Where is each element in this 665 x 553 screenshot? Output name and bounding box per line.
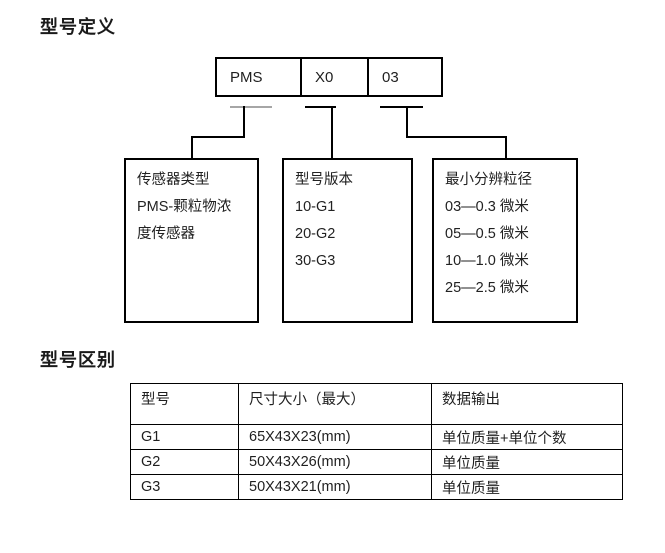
model-code-box: PMS X0 03 [215, 57, 443, 97]
connector-line-03-horizontal [406, 136, 507, 138]
box-line: 30-G3 [295, 253, 336, 269]
connector-tick-pms [230, 106, 272, 108]
section-title-model-definition: 型号定义 [40, 17, 116, 37]
model-code-cell-x0: X0 [300, 59, 367, 95]
table-header-row: 型号 尺寸大小（最大） 数据输出 [130, 383, 623, 425]
box-line: 10-G1 [295, 199, 336, 215]
connector-line-pms-vertical [243, 106, 245, 138]
table-cell-size: 65X43X23(mm) [238, 424, 432, 450]
table-cell-model: G3 [130, 474, 239, 500]
box-line: PMS-颗粒物浓 [137, 199, 232, 215]
table-cell-size: 50X43X21(mm) [238, 474, 432, 500]
min-particle-size-box: 最小分辨粒径 03—0.3 微米 05—0.5 微米 10—1.0 微米 25—… [432, 158, 578, 323]
box-line: 03—0.3 微米 [445, 199, 529, 215]
table-header-output: 数据输出 [431, 383, 623, 425]
connector-line-x0-vertical [331, 106, 333, 160]
connector-line-03-drop [505, 136, 507, 160]
connector-line-pms-drop [191, 136, 193, 160]
model-comparison-table: 型号 尺寸大小（最大） 数据输出 G1 65X43X23(mm) 单位质量+单位… [130, 383, 623, 500]
table-row: G2 50X43X26(mm) 单位质量 [130, 449, 623, 475]
box-line: 25—2.5 微米 [445, 280, 529, 296]
table-cell-size: 50X43X26(mm) [238, 449, 432, 475]
box-line: 05—0.5 微米 [445, 226, 529, 242]
connector-tick-x0 [305, 106, 336, 108]
model-code-cell-03: 03 [367, 59, 441, 95]
table-cell-output: 单位质量 [431, 449, 623, 475]
box-line: 最小分辨粒径 [445, 172, 532, 188]
connector-tick-03 [380, 106, 423, 108]
table-row: G3 50X43X21(mm) 单位质量 [130, 474, 623, 500]
model-version-box: 型号版本 10-G1 20-G2 30-G3 [282, 158, 413, 323]
section-title-model-difference: 型号区别 [40, 350, 116, 370]
table-header-size: 尺寸大小（最大） [238, 383, 432, 425]
sensor-type-box: 传感器类型 PMS-颗粒物浓 度传感器 [124, 158, 259, 323]
box-line: 20-G2 [295, 226, 336, 242]
table-cell-model: G2 [130, 449, 239, 475]
table-cell-output: 单位质量+单位个数 [431, 424, 623, 450]
box-line: 10—1.0 微米 [445, 253, 529, 269]
box-line: 型号版本 [295, 172, 353, 188]
connector-line-pms-horizontal [191, 136, 245, 138]
table-row: G1 65X43X23(mm) 单位质量+单位个数 [130, 424, 623, 450]
box-line: 度传感器 [137, 226, 195, 242]
box-line: 传感器类型 [137, 172, 210, 188]
table-header-model: 型号 [130, 383, 239, 425]
connector-line-03-vertical [406, 106, 408, 138]
model-code-cell-pms: PMS [230, 68, 263, 86]
table-cell-model: G1 [130, 424, 239, 450]
table-cell-output: 单位质量 [431, 474, 623, 500]
